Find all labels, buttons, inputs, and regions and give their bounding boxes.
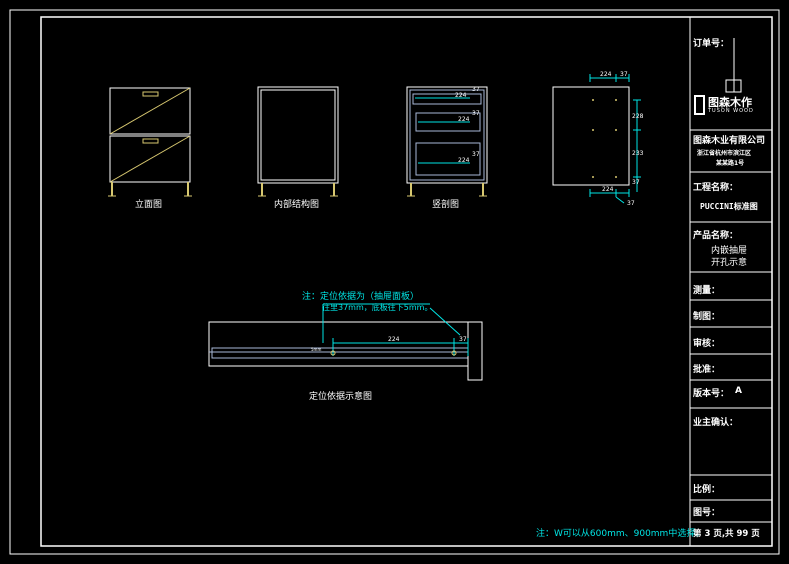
side-dim-top-a: 224 xyxy=(600,71,612,78)
drawing-no-label: 图号： xyxy=(693,508,721,518)
positioning-label: 定位依据示意图 xyxy=(309,392,373,402)
positioning-note-2: 往里37mm，底板往下5mm。 xyxy=(322,303,433,312)
drawer-handle xyxy=(142,91,159,97)
company-address-2: 某某路1号 xyxy=(716,160,745,167)
review-label: 审核： xyxy=(693,339,721,349)
bottom-note: 注：W可以从600mm、900mm中选择。 xyxy=(536,529,705,539)
elevation-label: 立面图 xyxy=(135,200,163,210)
company-logo: 图森木作 TUSON WOOD xyxy=(694,94,770,118)
owner-confirm-label: 业主确认： xyxy=(693,418,739,428)
side-dim-bot-a: 224 xyxy=(602,186,614,193)
section-dim-2: 224 xyxy=(458,116,470,123)
scale-label: 比例： xyxy=(693,485,721,495)
pos-dim-main: 224 xyxy=(388,336,400,343)
project-label: 工程名称： xyxy=(693,183,739,193)
internal-view xyxy=(257,86,339,197)
logo-name: 图森木作 xyxy=(708,96,752,109)
side-dim-right-c: 37 xyxy=(632,179,640,186)
section-dim-r2: 37 xyxy=(472,110,480,117)
order-no-label: 订单号： xyxy=(693,39,730,49)
version-label: 版本号： xyxy=(693,389,730,399)
positioning-view xyxy=(208,303,483,381)
drawer-handle xyxy=(142,138,159,144)
title-block-lines xyxy=(689,17,772,546)
company-name: 图森木业有限公司 xyxy=(693,136,766,146)
section-dim-1: 224 xyxy=(455,92,467,99)
side-dim-right-a: 228 xyxy=(632,113,644,120)
side-dim-right-b: 233 xyxy=(632,150,644,157)
side-panel-view xyxy=(552,74,641,204)
measure-label: 测量： xyxy=(693,286,721,296)
side-dim-top-b: 37 xyxy=(620,71,628,78)
project-value: PUCCINI标准图 xyxy=(700,202,758,211)
section-label: 竖剖图 xyxy=(432,200,460,210)
page-info: 第 3 页,共 99 页 xyxy=(693,529,760,539)
internal-label: 内部结构图 xyxy=(274,200,320,210)
approve-label: 批准： xyxy=(693,365,721,375)
section-dim-r1: 37 xyxy=(472,86,480,93)
pos-dim-left: 5mm xyxy=(311,347,321,352)
logo-mark xyxy=(694,95,705,115)
version-value: A xyxy=(735,386,742,396)
product-label: 产品名称： xyxy=(693,231,739,241)
logo-sub: TUSON WOOD xyxy=(708,108,754,114)
side-dim-bot-b: 37 xyxy=(627,200,635,207)
positioning-note-1: 注：定位依据为（抽屉面板） xyxy=(302,292,420,302)
company-address-1: 浙江省杭州市滨江区 xyxy=(697,150,752,157)
section-dim-3: 224 xyxy=(458,157,470,164)
pos-dim-small: 37 xyxy=(459,336,467,343)
section-view xyxy=(406,86,488,197)
inner-frame xyxy=(40,16,773,547)
section-dim-r3: 37 xyxy=(472,151,480,158)
product-line-2: 开孔示意 xyxy=(711,258,748,268)
product-line-1: 内嵌抽屉 xyxy=(711,246,748,256)
outer-frame xyxy=(9,9,780,555)
elevation-view xyxy=(108,87,192,197)
draft-label: 制图： xyxy=(693,312,721,322)
